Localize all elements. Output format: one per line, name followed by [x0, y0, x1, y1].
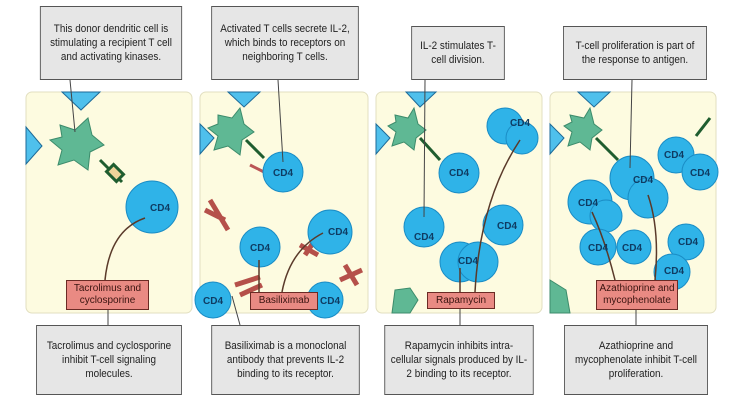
triangle-icon [226, 91, 262, 108]
callout-panel-3-top: IL-2 stimulates T-cell division. [411, 26, 505, 80]
bottom-pointers [107, 295, 637, 326]
dendritic-cell-icon [387, 106, 427, 151]
cd4-label: CD4 [449, 168, 469, 179]
cd4-label: CD4 [497, 221, 517, 232]
cd4-label: CD4 [588, 243, 608, 254]
callout-panel-2-bottom: Basiliximab is a monoclonal antibody tha… [211, 325, 360, 395]
cd4-label: CD4 [678, 237, 698, 248]
triangle-icon [576, 91, 612, 108]
callout-panel-1-bottom: Tacrolimus and cyclosporine inhibit T-ce… [36, 325, 182, 395]
triangle-icon [25, 125, 43, 166]
cd4-labels: CD4 CD4 CD4 CD4 CD4 CD4 CD4 CD4 CD4 CD4 … [150, 118, 710, 307]
cd4-label: CD4 [273, 168, 293, 179]
drug-inhibition-lines [104, 139, 658, 293]
cd4-label: CD4 [664, 266, 684, 277]
panel-3 [375, 91, 543, 314]
dendritic-cell-icon [391, 287, 419, 314]
dendritic-cells [48, 106, 603, 314]
dendritic-cell-icon [549, 279, 571, 314]
cd4-label: CD4 [690, 168, 710, 179]
cd4-label: CD4 [622, 243, 642, 254]
cd4-label: CD4 [458, 256, 478, 267]
dendritic-cell-icon [563, 106, 603, 151]
il2-antibodies [203, 198, 364, 298]
cd4-label: CD4 [633, 175, 653, 186]
drug-label-azathioprine: Azathioprine and mycophenolate [596, 280, 678, 310]
dendritic-cell-icon [207, 106, 255, 156]
cd4-label: CD4 [250, 243, 270, 254]
triangle-icon [549, 122, 565, 156]
callout-panel-2-top: Activated T cells secrete IL-2, which bi… [211, 6, 359, 80]
cd4-label: CD4 [664, 150, 684, 161]
triangle-icon [199, 122, 215, 156]
cd4-label: CD4 [328, 227, 348, 238]
callout-panel-4-top: T-cell proliferation is part of the resp… [563, 26, 707, 80]
panel-2 [199, 91, 369, 314]
cd4-label: CD4 [320, 296, 340, 307]
callout-pointers [69, 79, 633, 218]
callout-panel-4-bottom: Azathioprine and mycophenolate inhibit T… [564, 325, 708, 395]
drug-label-tacrolimus: Tacrolimus and cyclosporine [66, 280, 149, 310]
triangle-icon [404, 91, 438, 108]
cd4-cells [125, 107, 719, 319]
callout-panel-1-top: This donor dendritic cell is stimulating… [39, 6, 183, 80]
triangle-icon [375, 122, 391, 156]
cd4-label: CD4 [578, 198, 598, 209]
dendritic-cell-icon [48, 117, 105, 171]
cd4-label: CD4 [510, 118, 530, 129]
cd4-label: CD4 [414, 232, 434, 243]
drug-label-basiliximab: Basiliximab [250, 292, 318, 310]
cd4-label: CD4 [203, 296, 223, 307]
callout-panel-3-bottom: Rapamycin inhibits intra-cellular signal… [384, 325, 534, 395]
cd4-label: CD4 [150, 203, 170, 214]
drug-label-rapamycin: Rapamycin [427, 292, 495, 309]
